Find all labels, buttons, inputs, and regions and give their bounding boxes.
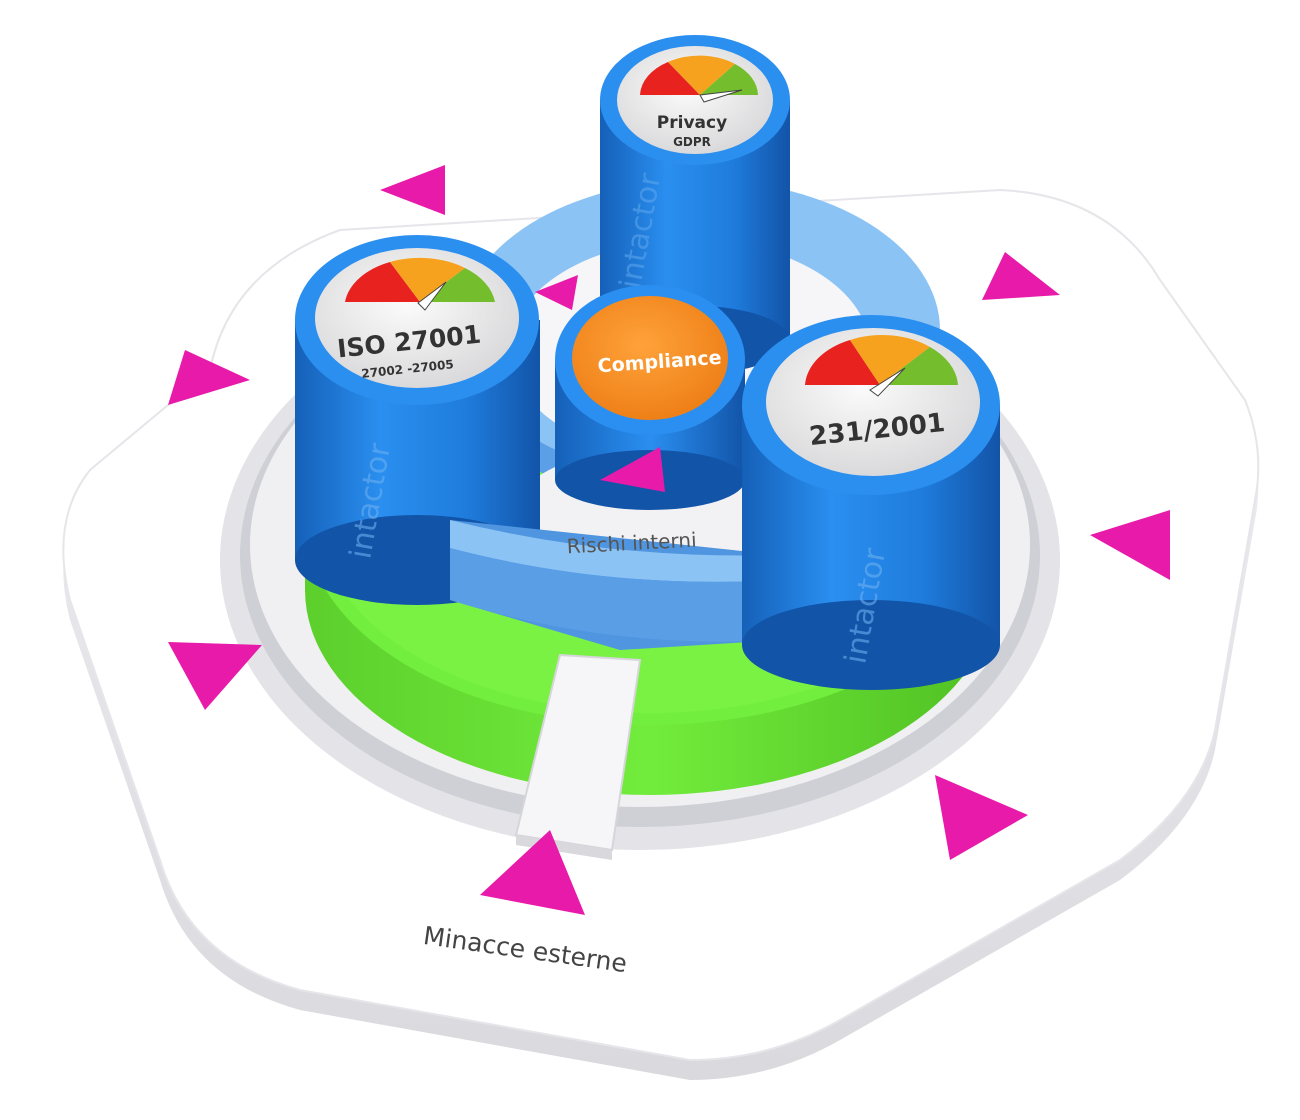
law-pillar: 231/2001 intactor xyxy=(742,315,1000,690)
privacy-gauge-icon xyxy=(640,55,758,103)
law-gauge-icon xyxy=(805,335,958,397)
privacy-title: Privacy xyxy=(657,113,727,133)
privacy-subtitle: GDPR xyxy=(673,135,711,149)
privacy-pillar: Privacy GDPR intactor xyxy=(600,35,790,374)
threat-arrow-icon xyxy=(935,775,1028,860)
threat-arrow-icon xyxy=(600,447,665,492)
iso-gauge-icon xyxy=(345,257,495,311)
threat-arrows xyxy=(168,165,1170,915)
front-shield-bar xyxy=(450,520,780,650)
threat-arrow-icon xyxy=(982,252,1060,300)
threat-arrow-icon xyxy=(168,642,262,710)
threat-arrow-icon xyxy=(380,165,445,215)
threat-arrow-icon xyxy=(168,350,250,405)
threat-arrow-icon xyxy=(1090,510,1170,580)
threat-arrow-icon xyxy=(535,275,578,310)
threat-arrow-icon xyxy=(480,830,585,915)
